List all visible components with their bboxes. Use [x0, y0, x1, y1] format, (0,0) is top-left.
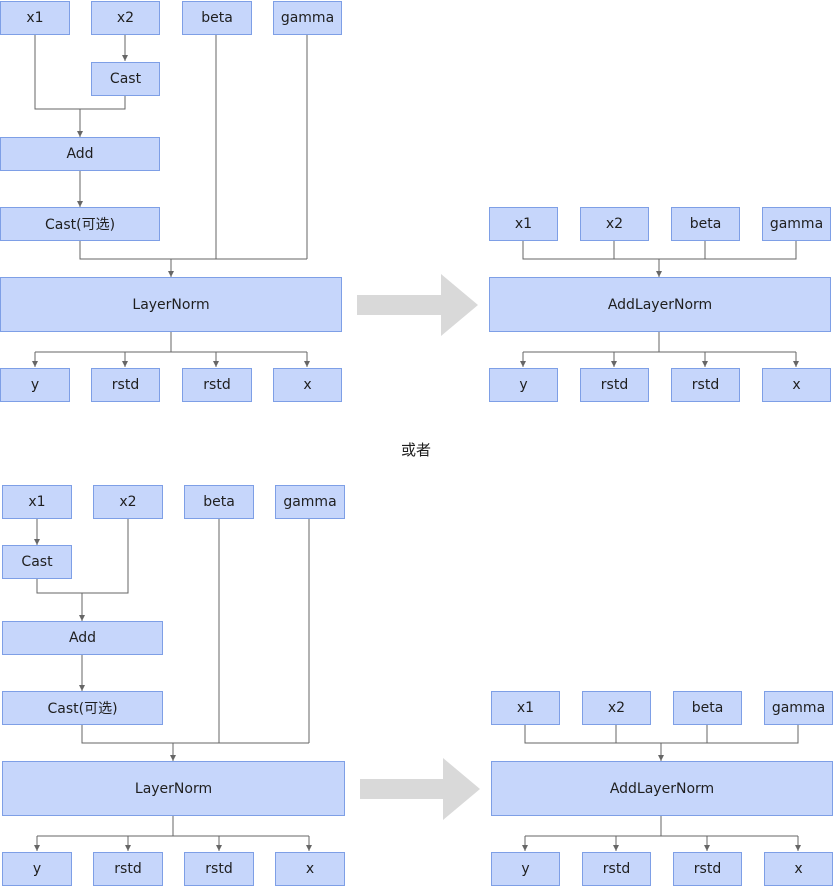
edge-cast-add — [80, 96, 126, 110]
cast-node: Cast — [2, 545, 72, 579]
input-beta-node: beta — [182, 1, 252, 35]
edge-x1-add — [34, 35, 80, 110]
fused-output-x-node: x — [762, 368, 831, 402]
edge-fused-input-bus — [524, 725, 799, 744]
separator-text: 或者 — [401, 441, 432, 459]
input-x1-node: x1 — [2, 485, 72, 519]
fused-input-gamma-node: gamma — [762, 207, 831, 241]
input-x2-node: x2 — [91, 1, 160, 35]
input-x1-node: x1 — [0, 1, 70, 35]
output-x-node: x — [273, 368, 342, 402]
fused-input-beta-node: beta — [671, 207, 740, 241]
cast-optional-node: Cast(可选) — [2, 691, 163, 725]
layernorm-node: LayerNorm — [2, 761, 345, 816]
fused-input-beta-node: beta — [673, 691, 742, 725]
fused-input-x1-node: x1 — [491, 691, 560, 725]
cast-optional-node: Cast(可选) — [0, 207, 160, 241]
edge-cast-optional-merge — [81, 725, 309, 744]
input-beta-node: beta — [184, 485, 254, 519]
edge-cast-add — [36, 579, 82, 594]
fused-output-y-node: y — [491, 852, 560, 886]
layernorm-node: LayerNorm — [0, 277, 342, 332]
addlayernorm-node: AddLayerNorm — [491, 761, 833, 816]
transform-arrow — [357, 274, 478, 336]
input-gamma-node: gamma — [275, 485, 345, 519]
output-y-node: y — [0, 368, 70, 402]
edge-x2-add — [82, 519, 129, 594]
output-rstd-node: rstd — [93, 852, 163, 886]
edge-cast-optional-merge — [79, 241, 307, 260]
output-y-node: y — [2, 852, 72, 886]
fused-output-rstd-node: rstd — [671, 368, 740, 402]
fused-output-rstd-node: rstd — [582, 852, 651, 886]
fused-output-rstd-node: rstd — [580, 368, 649, 402]
fused-output-y-node: y — [489, 368, 558, 402]
output-x-node: x — [275, 852, 345, 886]
input-gamma-node: gamma — [273, 1, 342, 35]
input-x2-node: x2 — [93, 485, 163, 519]
fused-input-x2-node: x2 — [582, 691, 651, 725]
fused-output-x-node: x — [764, 852, 833, 886]
output-rstd-node: rstd — [91, 368, 160, 402]
output-rstd-node: rstd — [184, 852, 254, 886]
cast-node: Cast — [91, 62, 160, 96]
fused-output-rstd-node: rstd — [673, 852, 742, 886]
transform-arrow — [360, 758, 480, 820]
add-node: Add — [0, 137, 160, 171]
output-rstd-node: rstd — [182, 368, 252, 402]
fused-input-x1-node: x1 — [489, 207, 558, 241]
fused-input-gamma-node: gamma — [764, 691, 833, 725]
fused-input-x2-node: x2 — [580, 207, 649, 241]
addlayernorm-node: AddLayerNorm — [489, 277, 831, 332]
add-node: Add — [2, 621, 163, 655]
edge-fused-input-bus — [522, 241, 797, 260]
